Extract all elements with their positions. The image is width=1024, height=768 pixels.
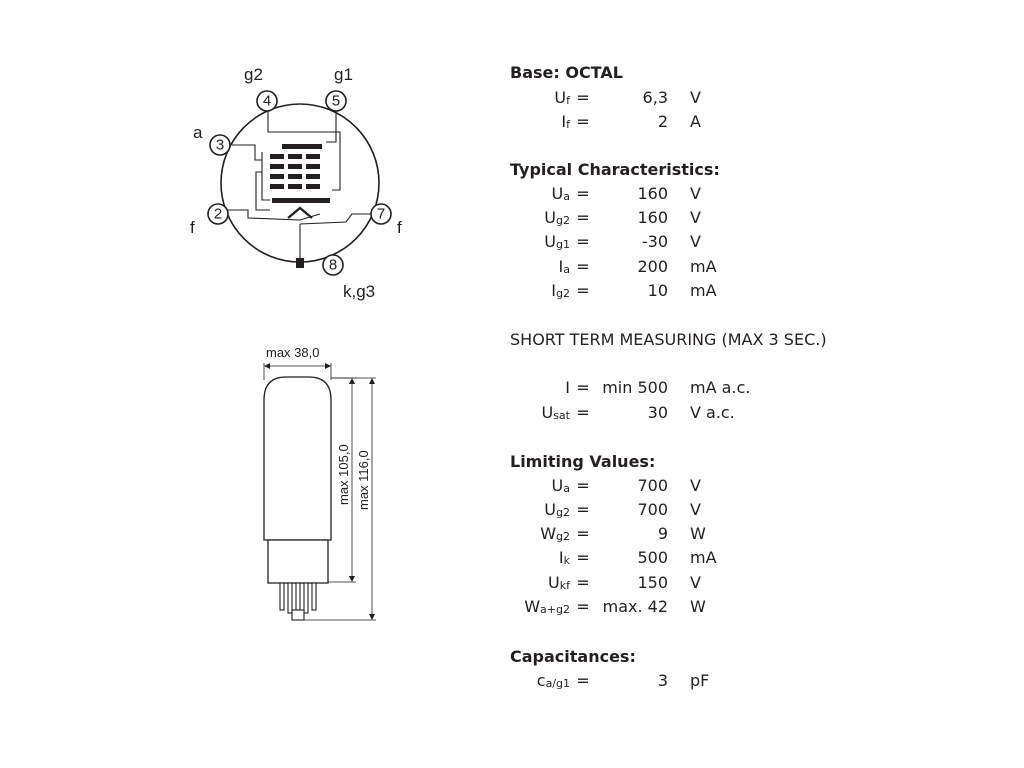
label-a: a [193,123,203,142]
svg-text:5: 5 [332,93,340,110]
label-k-g3: k,g3 [343,282,375,301]
tube-base [267,539,329,584]
pin-7: 7 [370,203,392,225]
dim-width-label: max 38,0 [266,345,319,360]
label-f-left: f [190,218,195,237]
electrode-structure [270,144,330,268]
pin-4: 4 [256,90,278,112]
pin-2: 2 [207,203,229,225]
pinout-diagram: 4 5 3 2 7 8 g2 g1 a f f k,g3 [190,65,402,301]
wiring [228,110,372,260]
anode-plate [282,144,322,149]
svg-text:3: 3 [216,137,224,154]
dimension-drawing: max 38,0 max 105,0 max 116,0 [263,345,376,621]
heater-symbol [287,206,313,219]
cathode-bar [272,198,330,203]
pin-5: 5 [325,90,347,112]
label-g1: g1 [334,65,353,84]
svg-text:7: 7 [377,206,385,223]
label-g2: g2 [244,65,263,84]
tube-bulb [263,376,332,541]
svg-text:4: 4 [263,93,271,110]
svg-text:2: 2 [214,206,222,223]
pin-3: 3 [209,134,231,156]
dim-height-body-label: max 105,0 [336,444,351,505]
key-stub [296,258,304,268]
dim-height-total-label: max 116,0 [356,450,371,510]
svg-text:8: 8 [329,257,337,274]
label-f-right: f [397,218,402,237]
pin-8: 8 [322,254,344,276]
tube-pins [279,582,317,621]
